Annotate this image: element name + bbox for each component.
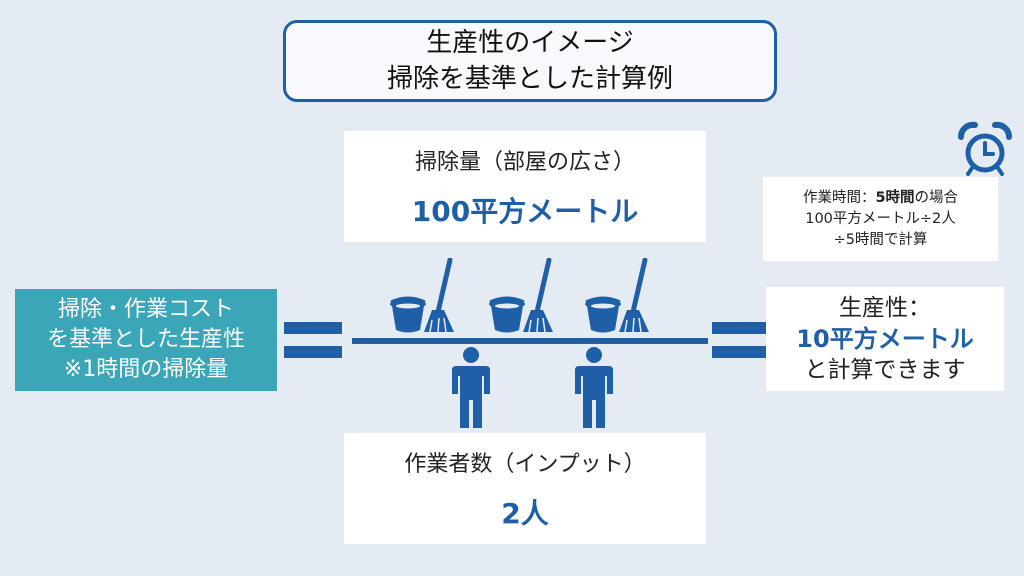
- note-line1: 作業時間：5時間の場合: [802, 189, 959, 206]
- worker-count-label: 作業者数（インプット）: [404, 451, 646, 477]
- mop-icon: [523, 258, 553, 333]
- result-line3: と計算できます: [804, 356, 966, 383]
- equals-icon-left: [284, 322, 342, 362]
- result-value: 10平方メートル: [796, 324, 974, 353]
- worker-count-value: 2人: [501, 496, 549, 530]
- equals-bar: [712, 322, 766, 334]
- equals-icon-right: [712, 322, 766, 362]
- bucket-mop-group-1: [390, 258, 454, 333]
- cost-basis-box: 掃除・作業コスト を基準とした生産性 ※1時間の掃除量: [15, 289, 277, 391]
- cleaning-amount-value: 100平方メートル: [411, 194, 639, 228]
- title-line2: 掃除を基準とした計算例: [386, 64, 673, 94]
- bucket-mop-group-2: [489, 258, 553, 333]
- equals-bar: [284, 346, 342, 358]
- cost-line1: 掃除・作業コスト: [57, 297, 234, 322]
- cost-line3: ※1時間の掃除量: [63, 357, 229, 382]
- result-line1: 生産性：: [839, 294, 931, 321]
- cleaning-amount-label: 掃除量（部屋の広さ）: [414, 149, 635, 175]
- productivity-result-box: 生産性： 10平方メートル と計算できます: [766, 287, 1004, 391]
- bucket-icon: [489, 296, 525, 333]
- mop-icon: [619, 258, 649, 333]
- bucket-mop-group-3: [585, 258, 649, 333]
- note-line3: ÷5時間で計算: [833, 231, 928, 248]
- cost-line2: を基準とした生産性: [46, 327, 245, 352]
- title-line1: 生産性のイメージ: [426, 28, 634, 58]
- equals-bar: [712, 346, 766, 358]
- alarm-clock-icon: [957, 121, 1013, 176]
- bucket-icon: [390, 296, 426, 333]
- bucket-icon: [585, 296, 621, 333]
- work-time-note: 作業時間：5時間の場合 100平方メートル÷2人 ÷5時間で計算: [763, 177, 998, 261]
- mop-icon: [424, 258, 454, 333]
- cleaning-amount-box: 掃除量（部屋の広さ） 100平方メートル: [344, 131, 706, 242]
- note-line2: 100平方メートル÷2人: [805, 210, 956, 227]
- equals-bar: [284, 322, 342, 334]
- title-box: 生産性のイメージ 掃除を基準とした計算例: [283, 20, 777, 102]
- divider-line: [352, 338, 708, 344]
- person-icon: [452, 347, 490, 428]
- person-icon: [575, 347, 613, 428]
- worker-count-box: 作業者数（インプット） 2人: [344, 433, 706, 544]
